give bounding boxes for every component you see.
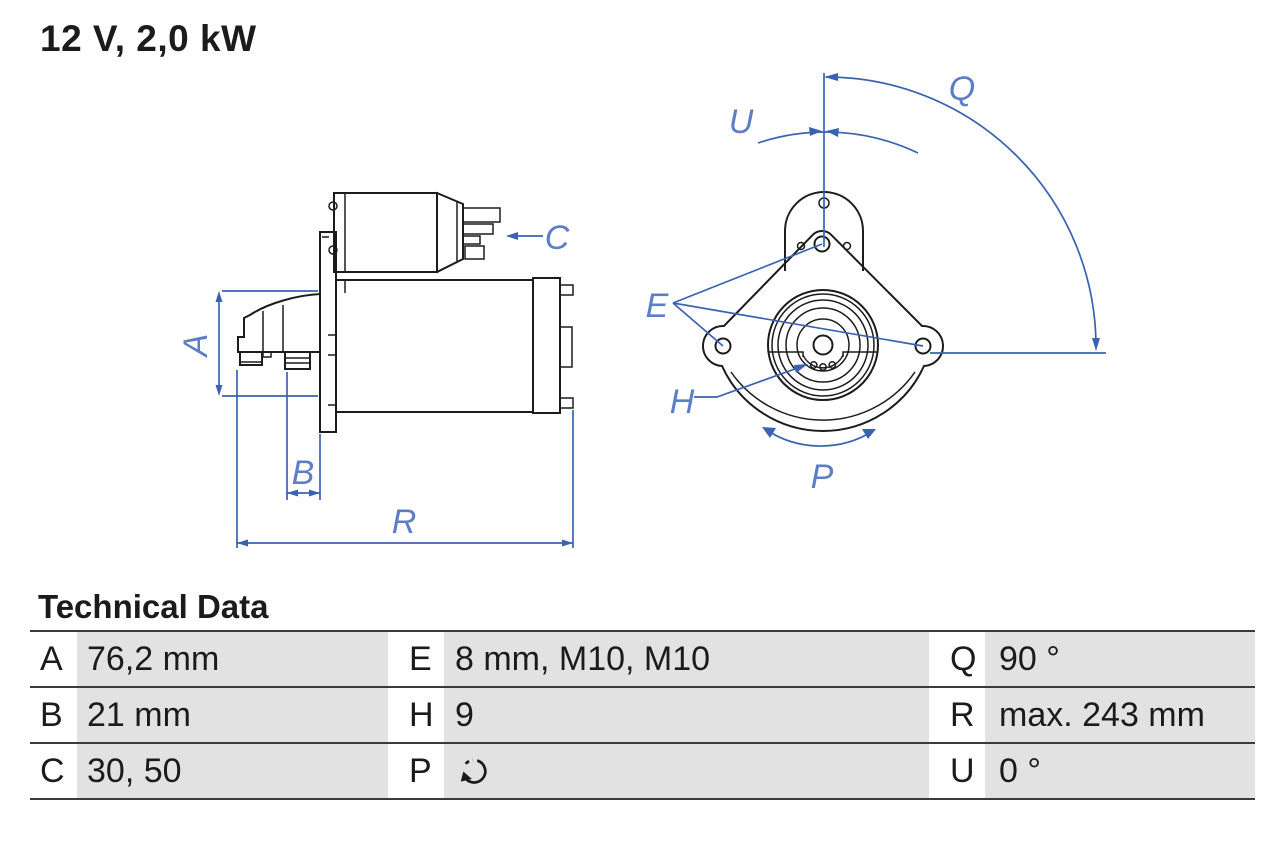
technical-data-table: A 76,2 mm E 8 mm, M10, M10 Q 90 ° B 21 m… — [30, 630, 1255, 800]
dimension-a: A — [177, 290, 318, 397]
table-cell-value: 9 — [444, 688, 929, 742]
dimension-b-label: B — [292, 454, 315, 492]
dimension-p-label: P — [811, 458, 834, 496]
table-cell-key: U — [929, 744, 985, 798]
table-cell-key: H — [388, 688, 444, 742]
dimension-q: Q — [823, 70, 1106, 354]
side-flange-ticks — [322, 236, 336, 406]
table-row: A 76,2 mm E 8 mm, M10, M10 Q 90 ° — [30, 632, 1255, 688]
table-cell-value: max. 243 mm — [985, 688, 1255, 742]
dimension-e-label: E — [646, 287, 669, 325]
dimension-h: H — [670, 364, 808, 421]
table-cell-value: 30, 50 — [77, 744, 388, 798]
table-cell-key: Q — [929, 632, 985, 686]
drive-end-housing — [237, 292, 322, 370]
dimension-p: P — [762, 427, 876, 496]
page-title: 12 V, 2,0 kW — [40, 18, 257, 59]
section-heading: Technical Data — [38, 588, 269, 625]
dimension-q-label: Q — [949, 70, 975, 108]
bolt-hole-left — [714, 337, 732, 355]
shaft-hole — [812, 334, 834, 356]
motor-end-cap — [532, 277, 561, 414]
front-view — [701, 191, 945, 432]
table-cell-value: 90 ° — [985, 632, 1255, 686]
dimension-u: U — [729, 103, 919, 154]
table-row: C 30, 50 P U 0 ° — [30, 744, 1255, 800]
table-cell-key: B — [30, 688, 77, 742]
solenoid-terminals — [462, 207, 501, 260]
bolt-hole-right — [914, 337, 932, 355]
rotation-ccw-icon — [460, 758, 487, 784]
table-cell-value: 8 mm, M10, M10 — [444, 632, 929, 686]
table-row: B 21 mm H 9 R max. 243 mm — [30, 688, 1255, 744]
dimension-c-label: C — [545, 219, 570, 257]
solenoid-body — [333, 192, 438, 273]
dimension-b: B — [286, 372, 321, 500]
dimension-e: E — [646, 243, 924, 347]
table-cell-key: A — [30, 632, 77, 686]
dimension-u-label: U — [729, 103, 754, 141]
table-cell-key: P — [388, 744, 444, 798]
table-cell-key: E — [388, 632, 444, 686]
dimension-c: C — [506, 219, 570, 257]
dimension-h-label: H — [670, 383, 695, 421]
table-cell-value: 0 ° — [985, 744, 1255, 798]
front-flange-outline — [701, 230, 945, 432]
dimension-r-label: R — [392, 503, 417, 541]
front-center-rings — [767, 289, 879, 401]
table-cell-value: 76,2 mm — [77, 632, 388, 686]
table-cell-key: C — [30, 744, 77, 798]
table-cell-value: 21 mm — [77, 688, 388, 742]
table-cell-key: R — [929, 688, 985, 742]
bolt-hole-top — [813, 235, 831, 253]
solenoid-cap — [435, 191, 464, 274]
table-cell-value — [444, 744, 929, 798]
side-view — [237, 191, 574, 433]
dimension-a-label: A — [177, 334, 215, 359]
technical-drawing: A B R C — [177, 70, 1106, 548]
motor-body — [335, 279, 534, 413]
dimension-r: R — [236, 370, 574, 548]
